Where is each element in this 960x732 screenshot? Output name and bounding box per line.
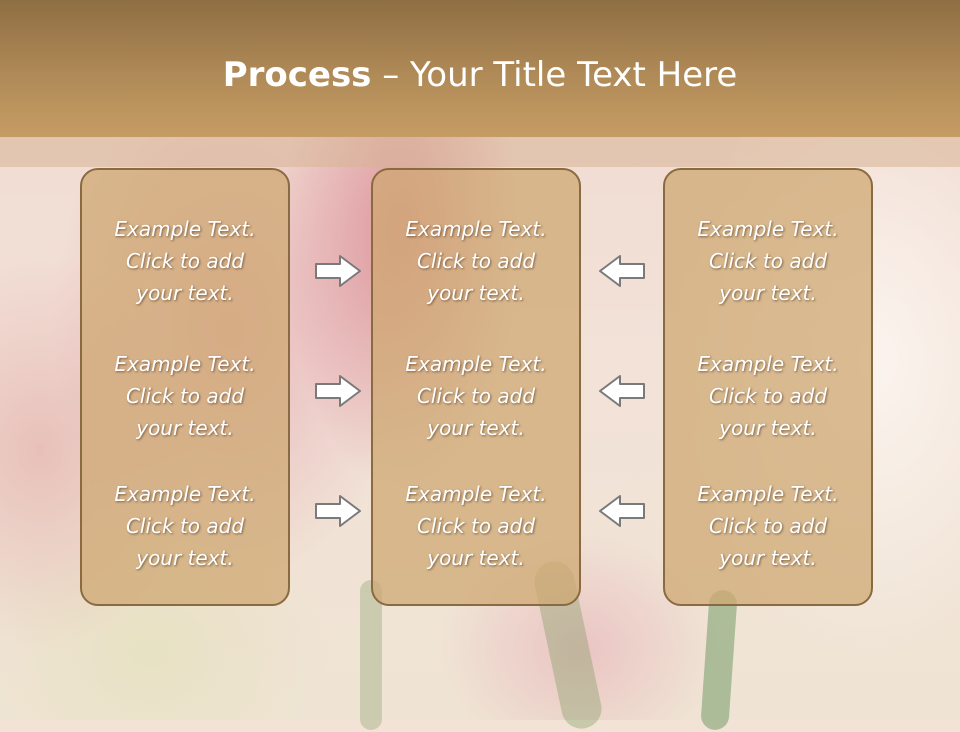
- text-line: your text.: [427, 281, 525, 305]
- arrow-right-icon: [315, 495, 361, 527]
- text-line: your text.: [719, 281, 817, 305]
- arrow-left-icon: [599, 255, 645, 287]
- text-line: Example Text.: [114, 482, 256, 506]
- arrow-left-icon: [599, 495, 645, 527]
- text-line: your text.: [136, 281, 234, 305]
- text-line: your text.: [719, 546, 817, 570]
- text-block[interactable]: Example Text. Click to add your text.: [373, 478, 579, 574]
- title-strip: [0, 137, 960, 167]
- title-rest: – Your Title Text Here: [371, 55, 738, 95]
- text-line: Example Text.: [405, 352, 547, 376]
- text-line: Example Text.: [697, 217, 839, 241]
- arrow-right-icon: [315, 255, 361, 287]
- text-line: Click to add: [708, 249, 828, 273]
- text-line: Example Text.: [405, 217, 547, 241]
- text-block[interactable]: Example Text. Click to add your text.: [82, 348, 288, 444]
- text-line: your text.: [427, 416, 525, 440]
- arrow-right-icon: [315, 375, 361, 407]
- text-line: Click to add: [708, 514, 828, 538]
- text-line: Example Text.: [405, 482, 547, 506]
- text-line: Click to add: [125, 514, 245, 538]
- text-line: Click to add: [416, 249, 536, 273]
- process-box-middle[interactable]: Example Text. Click to add your text. Ex…: [371, 168, 581, 606]
- text-line: Example Text.: [114, 352, 256, 376]
- text-block[interactable]: Example Text. Click to add your text.: [373, 213, 579, 309]
- title-bold: Process: [222, 55, 372, 95]
- text-line: Example Text.: [697, 482, 839, 506]
- title-bar: [0, 0, 960, 137]
- text-line: your text.: [427, 546, 525, 570]
- text-line: your text.: [719, 416, 817, 440]
- text-line: Example Text.: [114, 217, 256, 241]
- text-line: Click to add: [125, 249, 245, 273]
- text-block[interactable]: Example Text. Click to add your text.: [665, 348, 871, 444]
- text-line: Click to add: [416, 384, 536, 408]
- arrow-left-icon: [599, 375, 645, 407]
- text-line: Click to add: [125, 384, 245, 408]
- text-line: Click to add: [416, 514, 536, 538]
- flower-stem: [700, 589, 738, 731]
- text-line: your text.: [136, 416, 234, 440]
- text-block[interactable]: Example Text. Click to add your text.: [665, 213, 871, 309]
- text-block[interactable]: Example Text. Click to add your text.: [665, 478, 871, 574]
- slide-title[interactable]: Process – Your Title Text Here: [0, 50, 960, 100]
- text-line: Example Text.: [697, 352, 839, 376]
- process-box-right[interactable]: Example Text. Click to add your text. Ex…: [663, 168, 873, 606]
- text-block[interactable]: Example Text. Click to add your text.: [373, 348, 579, 444]
- text-line: Click to add: [708, 384, 828, 408]
- text-block[interactable]: Example Text. Click to add your text.: [82, 478, 288, 574]
- text-block[interactable]: Example Text. Click to add your text.: [82, 213, 288, 309]
- process-box-left[interactable]: Example Text. Click to add your text. Ex…: [80, 168, 290, 606]
- text-line: your text.: [136, 546, 234, 570]
- flower-stem: [360, 580, 382, 730]
